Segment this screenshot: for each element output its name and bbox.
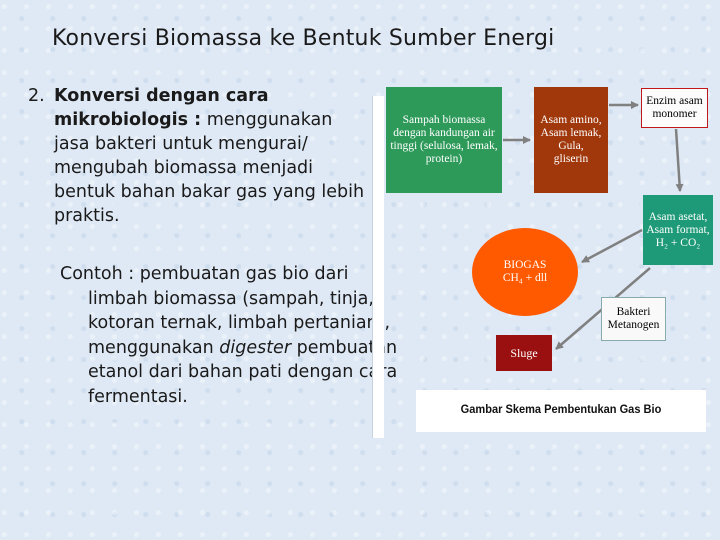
point-body: Konversi dengan cara mikrobiologis : men… xyxy=(54,84,369,228)
arrow-asam-asetat-to-biogas xyxy=(581,228,643,264)
node-line: BIOGAS xyxy=(503,259,547,271)
node-line: Asam asetat, xyxy=(648,210,708,223)
page-title: Konversi Biomassa ke Bentuk Sumber Energ… xyxy=(52,26,555,51)
caption-bar: Gambar Skema Pembentukan Gas Bio xyxy=(416,390,706,432)
point-2: 2. Konversi dengan cara mikrobiologis : … xyxy=(24,84,369,228)
point-text: menggunakan jasa bakteri untuk mengurai/… xyxy=(54,110,365,226)
arrow-enzim-to-asam-asetat xyxy=(674,128,684,192)
node-asam-amino: Asam amino, Asam lemak, Gula, gliserin xyxy=(534,87,608,193)
point-number: 2. xyxy=(28,86,45,106)
example-before: Contoh : pembuatan gas bio dari limbah b… xyxy=(60,264,391,358)
node-line: Asam lemak, xyxy=(540,127,602,139)
node-line: dengan kandungan air xyxy=(393,127,495,139)
example-paragraph: Contoh : pembuatan gas bio dari limbah b… xyxy=(60,262,398,409)
node-enzim: Enzim asam monomer xyxy=(641,88,708,128)
node-line: Bakteri xyxy=(616,306,651,318)
node-bakteri-metanogen: Bakteri Metanogen xyxy=(601,297,666,341)
node-line: Metanogen xyxy=(607,319,660,331)
node-line: Asam format, xyxy=(646,223,710,236)
node-biogas: BIOGAS CH₄ + dll xyxy=(472,228,578,316)
node-sampah-biomassa: Sampah biomassa dengan kandungan air tin… xyxy=(386,87,502,193)
node-line: Sampah biomassa xyxy=(402,114,486,126)
point-bold-text: Konversi dengan cara mikrobiologis : xyxy=(54,86,269,130)
node-sludge: Sluge xyxy=(496,335,552,371)
node-line: Asam amino, xyxy=(540,114,602,126)
node-line: protein) xyxy=(425,153,463,165)
node-asam-asetat: Asam asetat, Asam format, H₂ + CO₂ xyxy=(643,195,713,265)
node-line: tinggi (selulosa, lemak, xyxy=(390,140,498,152)
node-line: H₂ + CO₂ xyxy=(655,236,701,249)
divider-bar xyxy=(372,96,384,438)
node-line: Gula, xyxy=(558,140,584,152)
node-line: Sluge xyxy=(510,345,538,360)
node-line: Enzim asam xyxy=(646,95,703,107)
node-line: gliserin xyxy=(553,153,589,165)
example-after: pembuatan etanol dari bahan pati dengan … xyxy=(88,337,398,407)
diagram-caption: Gambar Skema Pembentukan Gas Bio xyxy=(460,402,662,416)
node-line: monomer xyxy=(652,108,697,120)
example-italic: digester xyxy=(219,337,292,358)
node-line: CH₄ + dll xyxy=(502,272,548,284)
